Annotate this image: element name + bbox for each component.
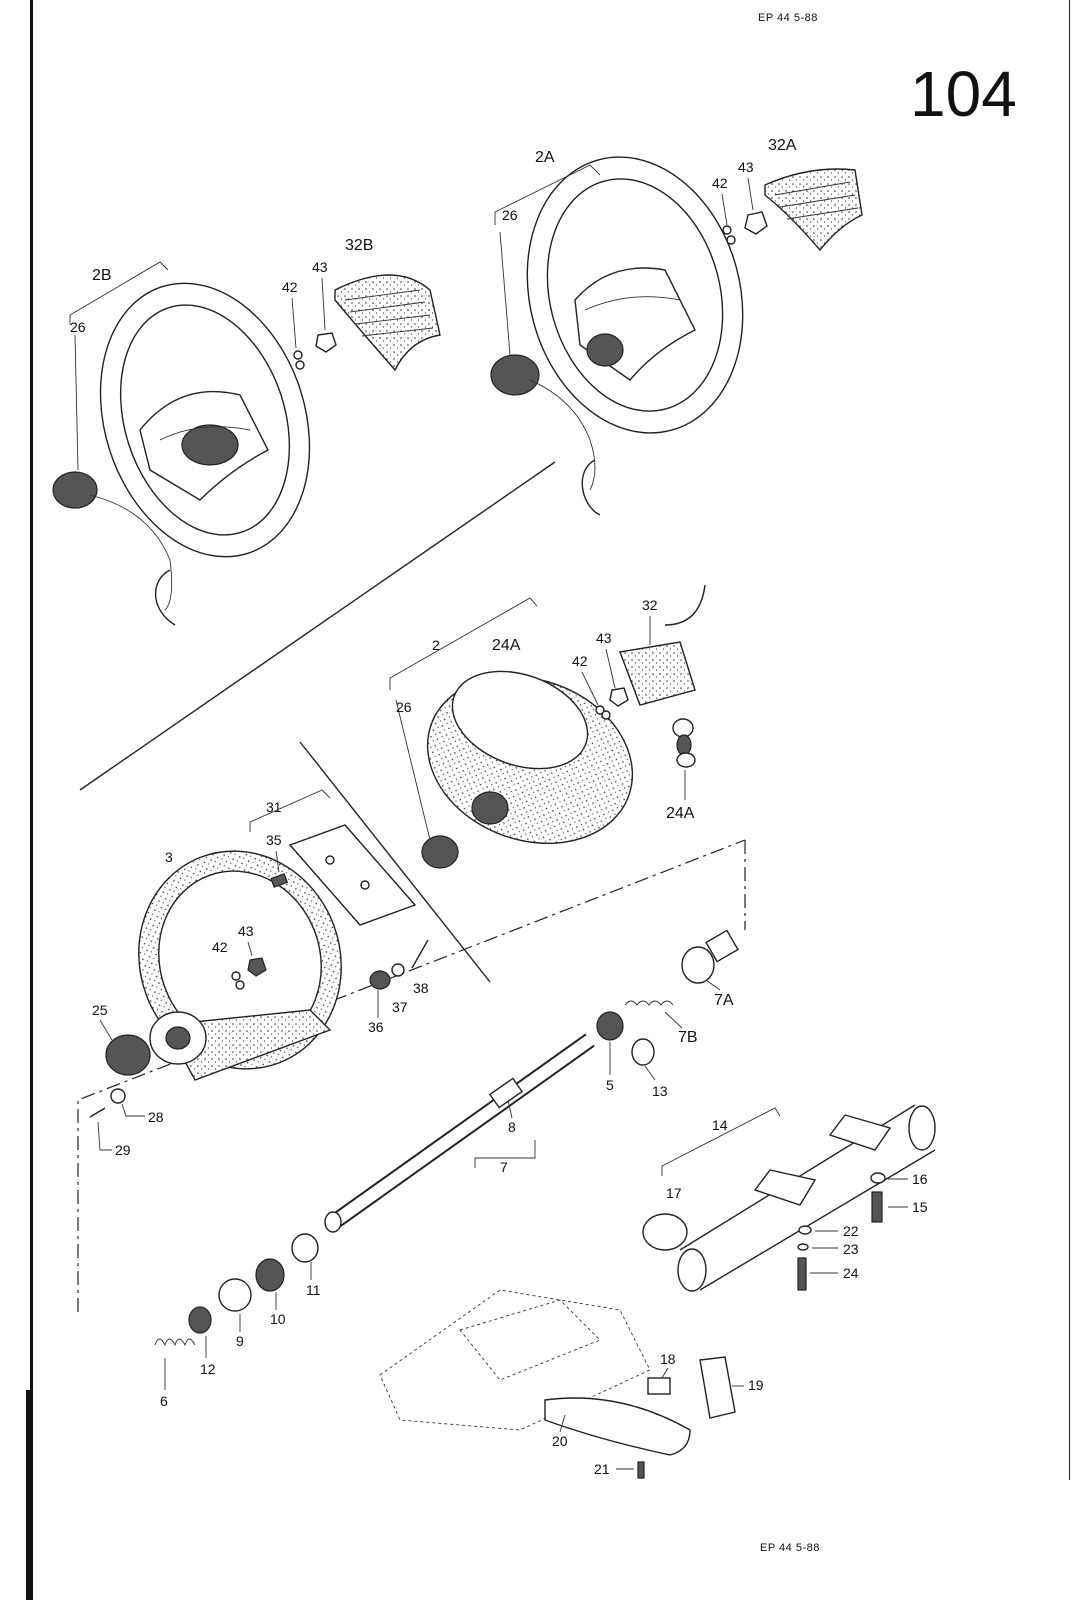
callout-2a: 2A	[535, 149, 555, 166]
callout-38: 38	[413, 980, 429, 996]
header-code-top: EP 44 5-88	[758, 12, 818, 24]
column-tube-14	[642, 1104, 936, 1292]
callout-12: 12	[200, 1361, 216, 1377]
steering-wheel-2a	[490, 156, 863, 516]
callout-15: 15	[912, 1199, 928, 1215]
callout-23: 23	[843, 1241, 859, 1257]
callout-13: 13	[652, 1083, 668, 1099]
callout-3: 3	[165, 849, 173, 865]
callout-22: 22	[843, 1223, 859, 1239]
callout-9: 9	[236, 1333, 244, 1349]
callout-43: 43	[312, 259, 328, 275]
callout-43: 43	[238, 923, 254, 939]
callout-42: 42	[712, 175, 728, 191]
callout-43: 43	[738, 159, 754, 175]
steering-wheel-2b	[52, 261, 441, 626]
callout-2b: 2B	[92, 267, 112, 284]
callout-28: 28	[148, 1109, 164, 1125]
callout-5: 5	[606, 1077, 614, 1093]
switch-housing-parts	[379, 1289, 736, 1479]
page-number: 104	[910, 58, 1017, 130]
callout-8: 8	[508, 1119, 516, 1135]
callout-29: 29	[115, 1142, 131, 1158]
callout-18: 18	[660, 1351, 676, 1367]
callout-14: 14	[712, 1117, 728, 1133]
callout-32: 32	[642, 597, 658, 613]
callout-43: 43	[596, 630, 612, 646]
callout-21: 21	[594, 1461, 610, 1477]
callout-26: 26	[502, 207, 518, 223]
callout-17: 17	[666, 1185, 682, 1201]
callout-32b: 32B	[345, 237, 373, 254]
callout-7a: 7A	[714, 992, 734, 1009]
callout-25: 25	[92, 1002, 108, 1018]
callout-26: 26	[70, 319, 86, 335]
callout-26: 26	[396, 699, 412, 715]
callout-42: 42	[572, 653, 588, 669]
callout-24a: 24A	[666, 805, 695, 822]
callout-24a: 24A	[492, 637, 521, 654]
callout-36: 36	[368, 1019, 384, 1035]
callout-2: 2	[432, 637, 440, 653]
lower-bearing-parts	[154, 1233, 319, 1347]
callout-7: 7	[500, 1159, 508, 1175]
callout-42: 42	[282, 279, 298, 295]
callout-10: 10	[270, 1311, 286, 1327]
callout-11: 11	[306, 1282, 321, 1298]
callout-24: 24	[843, 1265, 859, 1281]
horn-contact-coil-2	[421, 835, 459, 869]
callout-42: 42	[212, 939, 228, 955]
steering-column-shaft-7	[324, 929, 739, 1233]
callout-31: 31	[266, 799, 282, 815]
section-dividers	[77, 461, 746, 1312]
header-code-bottom: EP 44 5-88	[760, 1542, 820, 1554]
callout-37: 37	[392, 999, 408, 1015]
callout-35: 35	[266, 832, 282, 848]
callout-16: 16	[912, 1171, 928, 1187]
callout-20: 20	[552, 1433, 568, 1449]
callout-labels: 2B 26 42 43 32B 2A 26 42 43 32A 2 24A 42…	[70, 137, 928, 1477]
callout-6: 6	[160, 1393, 168, 1409]
binding-edge-lower	[26, 1390, 32, 1600]
callout-7b: 7B	[678, 1029, 698, 1046]
horn-contact-coil-2b	[52, 471, 98, 509]
steering-wheel-3	[89, 824, 429, 1118]
callout-19: 19	[748, 1377, 764, 1393]
right-margin-line	[1069, 0, 1070, 1480]
callout-32a: 32A	[768, 137, 797, 154]
binding-edge	[30, 0, 33, 1600]
steering-wheel-2	[389, 584, 706, 869]
horn-contact-coil-2a	[490, 354, 540, 396]
